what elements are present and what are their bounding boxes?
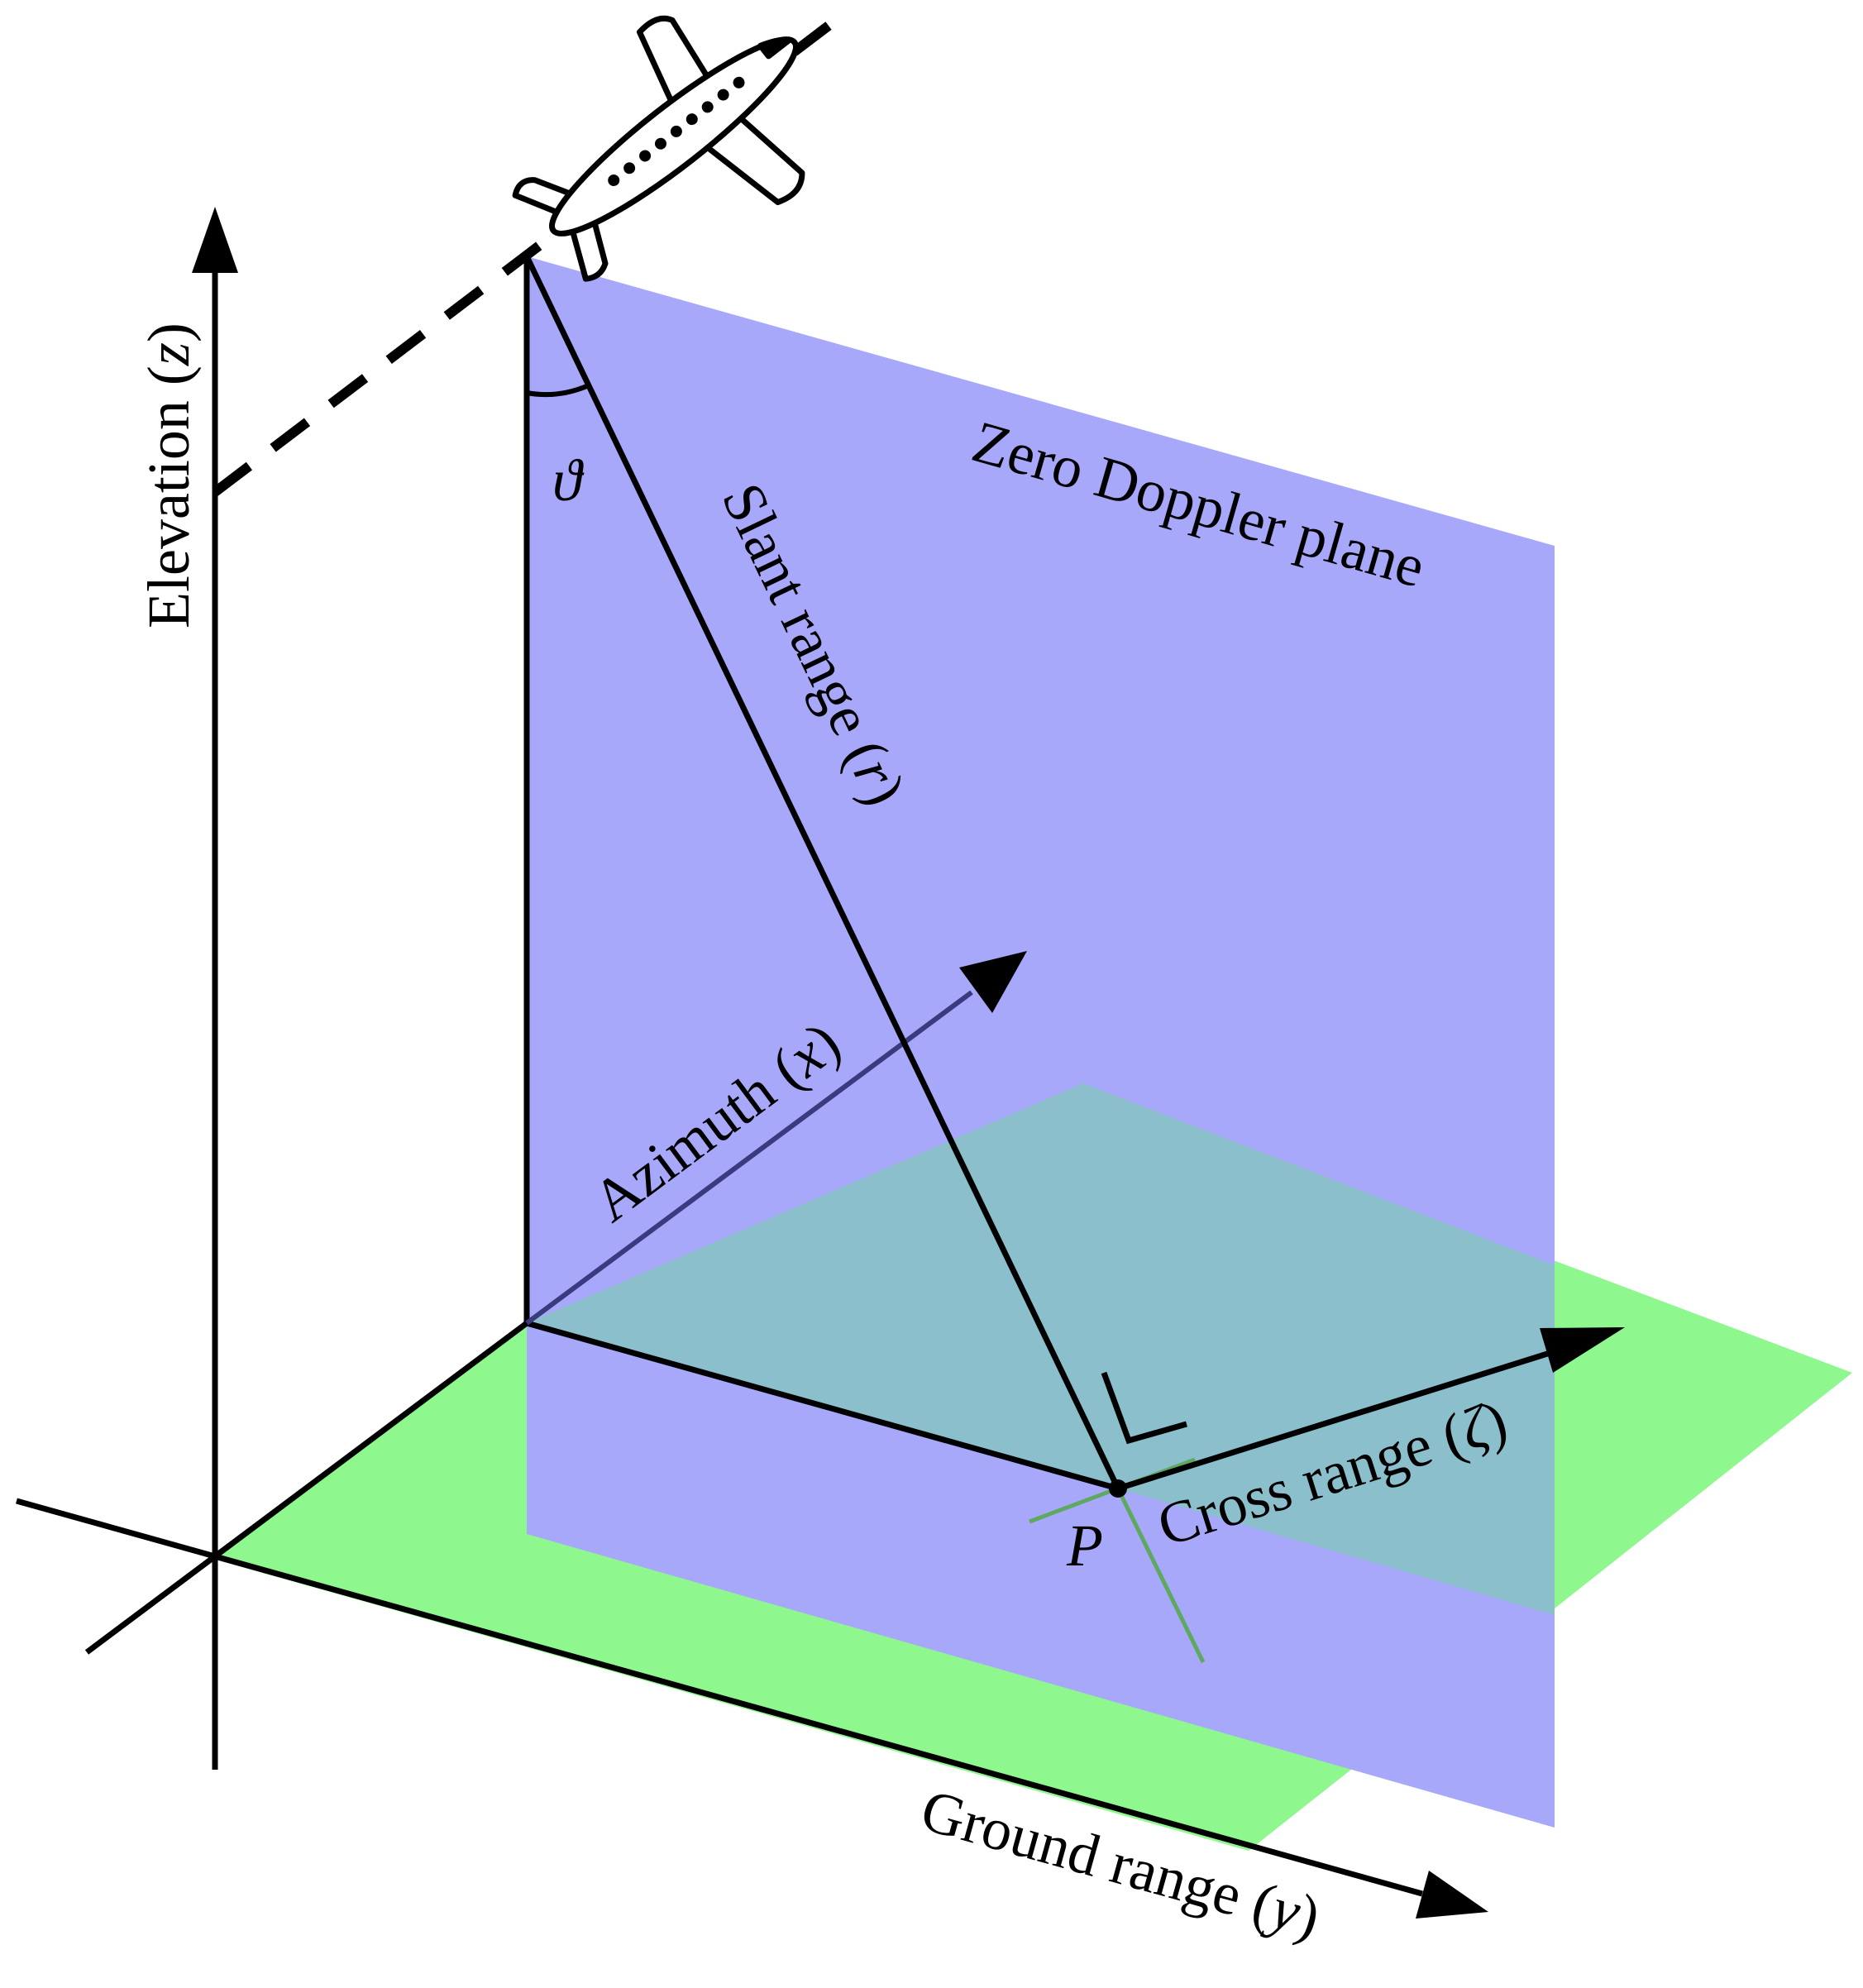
airplane-icon xyxy=(512,15,805,282)
ground-cross-line-b xyxy=(1115,1487,1206,1664)
angle-arc xyxy=(526,383,590,398)
plane-overlap-region xyxy=(527,1083,1555,1615)
elevation-label-text: Elevation xyxy=(136,400,202,628)
cross-range-axis-arrowhead xyxy=(1540,1327,1625,1373)
airplane-windows xyxy=(608,76,745,187)
azimuth-axis xyxy=(525,990,973,1326)
elevation-variable: z xyxy=(136,342,202,366)
elevation-label: Elevation (z) xyxy=(136,323,202,628)
azimuth-variable: x xyxy=(775,1020,836,1090)
point-p-marker xyxy=(1109,1479,1127,1498)
flight-path-line xyxy=(212,17,838,496)
ground-projection-line xyxy=(526,1320,1119,1492)
elevation-axis-arrowhead xyxy=(192,207,238,273)
cross-range-variable: ζ xyxy=(1453,1392,1499,1464)
airplane-cockpit xyxy=(757,36,791,60)
azimuth-axis-back xyxy=(84,1321,529,1655)
point-p-label: P xyxy=(1066,1513,1103,1579)
ground-range-variable: y xyxy=(1259,1873,1308,1946)
ground-range-axis xyxy=(16,1498,1423,1897)
slant-range-line xyxy=(523,255,1121,1490)
right-angle-marker xyxy=(1101,1371,1187,1445)
angle-theta-label: ϑ xyxy=(552,447,585,514)
azimuth-axis-arrowhead xyxy=(959,951,1027,1013)
cross-range-axis xyxy=(1116,1343,1573,1492)
slant-range-variable: r xyxy=(841,748,911,798)
ground-range-axis-arrowhead xyxy=(1416,1871,1488,1919)
